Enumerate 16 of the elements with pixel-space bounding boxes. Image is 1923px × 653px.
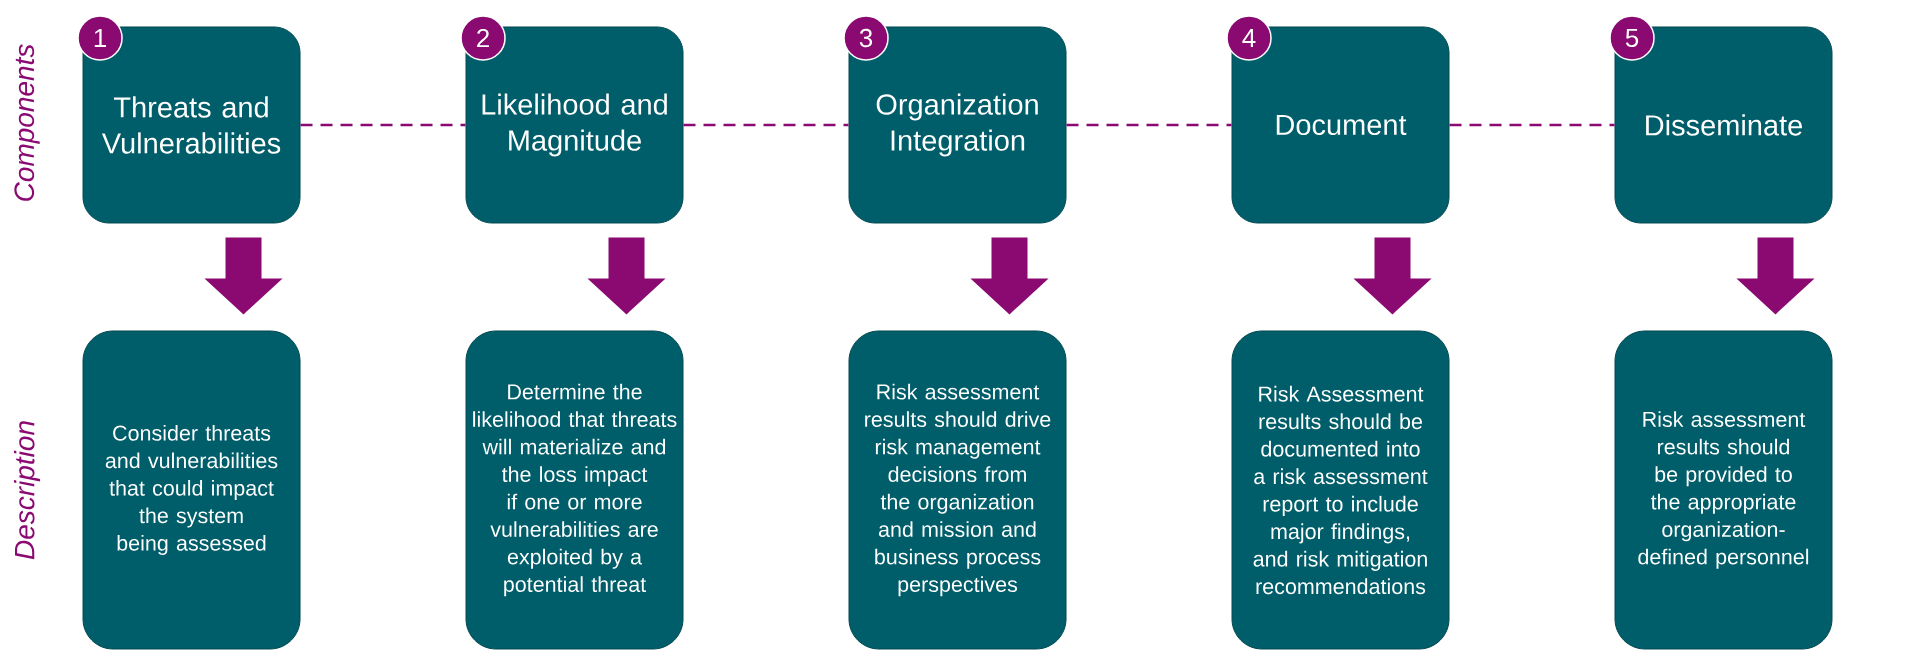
description-box: Consider threats and vulnerabilities that could impact the system being assessed: [82, 330, 301, 650]
description-box: Risk assessment results should be provided to the appropriate organization-defined personnel: [1614, 330, 1833, 650]
description-box: Risk Assessment results should be documented into a risk assessment report to include major findings, and risk mitigation recommendations: [1231, 330, 1450, 650]
side-label: Description: [14, 421, 41, 560]
dashed-connector: [683, 123, 849, 127]
number-badge: 4: [1226, 15, 1272, 61]
side-label: Components: [14, 44, 40, 201]
dashed-connector: [1066, 123, 1232, 127]
description-box: Risk assessment results should drive risk management decisions from the organization and mission and business process perspectives: [848, 330, 1067, 650]
number-badge: 5: [1609, 15, 1655, 61]
description-box: Determine the likelihood that threats will materialize and the loss impact if one or more vulnerabilities are exploited by a potential threat: [465, 330, 684, 650]
dashed-connector: [1449, 123, 1615, 127]
dashed-connector: [300, 123, 466, 127]
number-badge: 2: [460, 15, 506, 61]
number-badge: 1: [77, 15, 123, 61]
number-badge: 3: [843, 15, 889, 61]
